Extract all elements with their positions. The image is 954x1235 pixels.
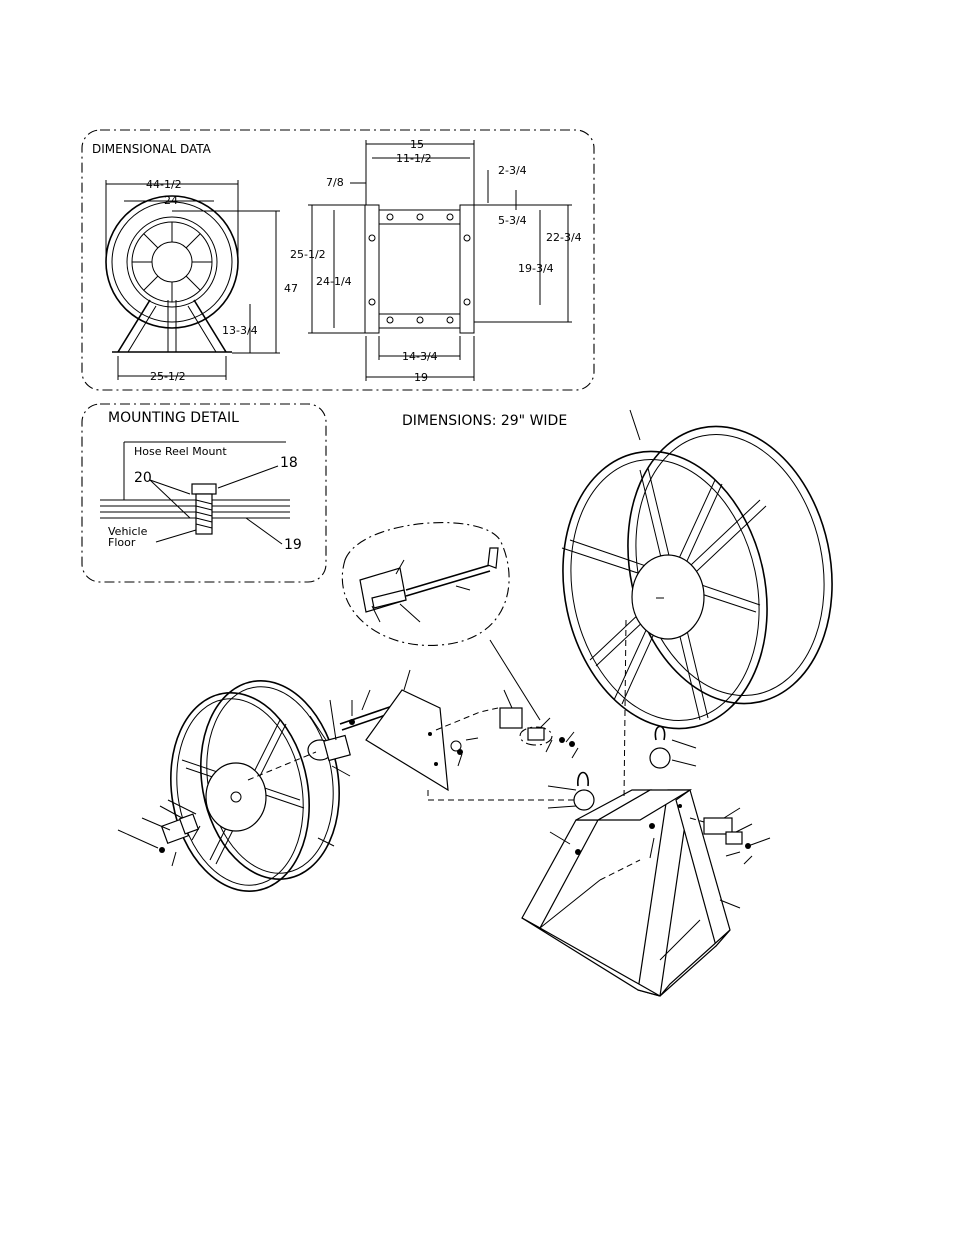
center-hardware	[435, 707, 499, 767]
vehicle-floor-label-1: Vehicle	[108, 525, 148, 538]
left-hardware	[117, 799, 201, 867]
dimensional-data-panel: DIMENSIONAL DATA 44-1/2	[81, 129, 595, 391]
dim-top-overall-width: 15	[410, 138, 424, 151]
mounting-detail-border	[81, 403, 327, 583]
dim-left-inner-depth: 24-1/4	[316, 275, 352, 288]
dim-bottom-overall-width: 19	[414, 371, 428, 384]
vehicle-floor-label-2: Floor	[108, 536, 136, 549]
dim-hub-width: 24	[164, 194, 178, 207]
dim-height: 47	[284, 282, 298, 295]
dim-base-width: 25-1/2	[150, 370, 186, 383]
ubolt-bushing-parts	[547, 725, 697, 859]
dim-inner-width: 11-1/2	[396, 152, 432, 165]
large-reel-right	[561, 409, 833, 730]
dim-left-depth: 25-1/2	[290, 248, 326, 261]
dim-overall-depth: 22-3/4	[546, 231, 582, 244]
top-view-frame	[364, 204, 475, 334]
dim-bottom-inner-width: 14-3/4	[402, 350, 438, 363]
bearing-assembly	[247, 699, 351, 781]
gear-housing	[365, 669, 580, 801]
dim-hole-offset: 5-3/4	[498, 214, 527, 227]
crank-handle-inset	[341, 522, 541, 721]
dim-leg-height: 13-3/4	[222, 324, 258, 337]
dim-inner-depth: 19-3/4	[518, 262, 554, 275]
stand-frame	[521, 619, 741, 997]
mounting-detail-title: MOUNTING DETAIL	[108, 410, 239, 426]
right-bracket	[689, 807, 771, 865]
mounting-detail-panel: MOUNTING DETAIL Hose Reel Mount 18 20 Ve…	[81, 403, 327, 583]
dim-right-offset: 2-3/4	[498, 164, 527, 177]
dimensional-data-title: DIMENSIONAL DATA	[92, 142, 212, 156]
callout-20: 20	[134, 470, 152, 486]
bracket-assembly	[499, 689, 579, 759]
dim-overall-width: 44-1/2	[146, 178, 182, 191]
dim-side-offset: 7/8	[326, 176, 344, 189]
hose-reel-mount-label: Hose Reel Mount	[134, 445, 227, 458]
dimensions-note: DIMENSIONS: 29" WIDE	[402, 413, 567, 429]
small-reel-left	[170, 680, 340, 892]
callout-19: 19	[284, 537, 302, 553]
side-view-reel	[105, 195, 239, 353]
dimensional-data-border	[81, 129, 595, 391]
callout-18: 18	[280, 455, 298, 471]
